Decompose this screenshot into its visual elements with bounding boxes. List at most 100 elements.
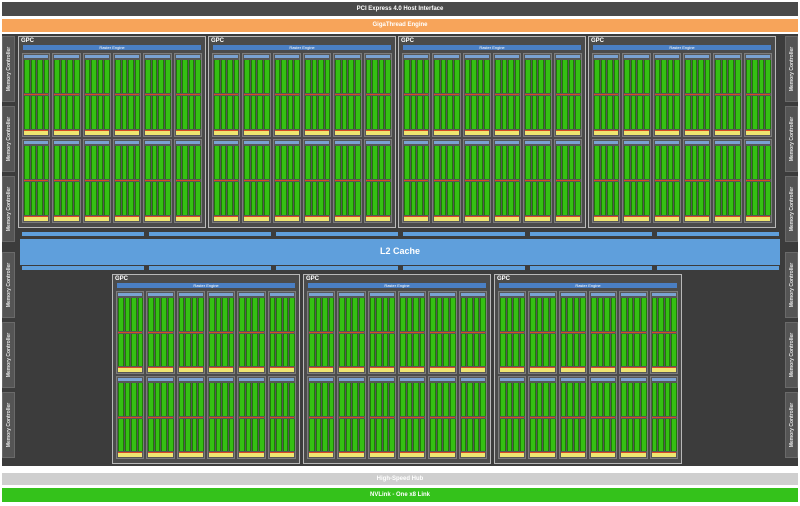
cuda-core-block bbox=[562, 182, 568, 215]
register-file-line bbox=[530, 416, 555, 418]
cuda-core-block bbox=[704, 182, 711, 215]
rt-core bbox=[404, 217, 429, 221]
rt-core bbox=[654, 217, 679, 221]
sm-header bbox=[239, 378, 264, 381]
streaming-multiprocessor bbox=[22, 53, 51, 137]
rt-core bbox=[115, 131, 140, 135]
cuda-core-block bbox=[721, 60, 728, 93]
cuda-core-block bbox=[641, 418, 647, 451]
cuda-core-block bbox=[671, 333, 677, 366]
register-file-line bbox=[400, 367, 425, 368]
cuda-core-block bbox=[591, 333, 597, 366]
register-file-line bbox=[118, 331, 143, 333]
register-file-line bbox=[365, 130, 390, 131]
cuda-core-block bbox=[560, 418, 567, 451]
cuda-core-block bbox=[252, 418, 259, 451]
rt-core bbox=[400, 368, 425, 372]
cuda-core-block bbox=[328, 298, 335, 331]
cuda-core-block bbox=[434, 146, 440, 179]
cuda-core-block bbox=[513, 418, 519, 451]
register-file-line bbox=[464, 180, 489, 181]
cuda-core-block bbox=[434, 182, 440, 215]
cuda-core-block bbox=[543, 418, 550, 451]
streaming-multiprocessor bbox=[303, 139, 332, 223]
cuda-core-block bbox=[311, 182, 318, 215]
sm-header bbox=[745, 55, 770, 58]
sm-header bbox=[591, 378, 616, 381]
sm-header bbox=[309, 378, 334, 381]
streaming-multiprocessor bbox=[173, 53, 202, 137]
l2-cache-strip bbox=[20, 232, 780, 236]
cuda-core-block bbox=[464, 96, 471, 129]
sm-header bbox=[118, 293, 143, 296]
cuda-core-block bbox=[37, 96, 43, 129]
streaming-multiprocessor bbox=[337, 376, 366, 459]
cuda-core-block bbox=[573, 333, 580, 366]
cuda-core-block bbox=[735, 96, 741, 129]
register-file-line bbox=[274, 180, 299, 181]
streaming-multiprocessor bbox=[307, 376, 336, 459]
register-file-line bbox=[495, 130, 520, 131]
streaming-multiprocessor bbox=[402, 139, 431, 223]
register-file-line bbox=[621, 367, 646, 368]
cuda-core-block bbox=[450, 383, 456, 416]
cuda-core-block bbox=[198, 383, 204, 416]
cuda-core-block bbox=[621, 333, 627, 366]
streaming-multiprocessor bbox=[52, 53, 81, 137]
register-file-line bbox=[434, 180, 459, 181]
pcie-host-interface: PCI Express 4.0 Host Interface bbox=[2, 2, 798, 16]
cuda-core-block bbox=[145, 60, 151, 93]
cuda-core-block bbox=[369, 298, 376, 331]
sm-header bbox=[309, 293, 334, 296]
cuda-core-block bbox=[115, 60, 121, 93]
cuda-core-block bbox=[378, 60, 385, 93]
cuda-core-block bbox=[227, 60, 233, 93]
cuda-core-block bbox=[637, 96, 644, 129]
cuda-core-block bbox=[185, 333, 191, 366]
streaming-multiprocessor bbox=[493, 139, 522, 223]
cuda-core-block bbox=[191, 418, 198, 451]
register-file-line bbox=[175, 94, 200, 95]
memory-controller-label: Memory Controller bbox=[788, 46, 795, 92]
rt-core bbox=[175, 131, 200, 135]
streaming-multiprocessor bbox=[207, 291, 236, 374]
cuda-core-block bbox=[667, 96, 674, 129]
register-file-line bbox=[148, 452, 173, 453]
cuda-core-block bbox=[24, 146, 30, 179]
cuda-core-block bbox=[154, 418, 161, 451]
cuda-core-block bbox=[419, 418, 426, 451]
cuda-core-block bbox=[460, 418, 467, 451]
cuda-core-block bbox=[471, 96, 477, 129]
sm-header bbox=[430, 293, 455, 296]
raster-engine: Raster Engine bbox=[593, 45, 771, 50]
cuda-core-block bbox=[220, 182, 227, 215]
streaming-multiprocessor bbox=[622, 53, 651, 137]
sm-header bbox=[244, 55, 269, 58]
cuda-core-block bbox=[309, 383, 315, 416]
register-file-line bbox=[464, 94, 489, 95]
register-file-line bbox=[500, 416, 525, 418]
cuda-core-block bbox=[644, 96, 650, 129]
sm-header bbox=[175, 55, 200, 58]
cuda-core-block bbox=[322, 418, 328, 451]
cuda-core-block bbox=[311, 146, 318, 179]
cuda-core-block bbox=[252, 383, 259, 416]
register-file-line bbox=[654, 216, 679, 217]
register-file-line bbox=[118, 367, 143, 368]
cuda-core-block bbox=[264, 182, 270, 215]
cuda-core-block bbox=[573, 298, 580, 331]
cuda-core-block bbox=[233, 146, 240, 179]
streaming-multiprocessor bbox=[558, 291, 587, 374]
cuda-core-block bbox=[651, 383, 658, 416]
cuda-core-block bbox=[185, 383, 191, 416]
streaming-multiprocessor bbox=[367, 376, 396, 459]
cuda-core-block bbox=[555, 96, 562, 129]
sm-header bbox=[24, 141, 49, 144]
cuda-core-block bbox=[161, 383, 168, 416]
cuda-core-block bbox=[274, 96, 281, 129]
cuda-core-block bbox=[671, 383, 677, 416]
cuda-core-block bbox=[607, 60, 613, 93]
cuda-core-block bbox=[315, 418, 322, 451]
memory-controller: Memory Controller bbox=[785, 106, 798, 172]
cuda-core-block bbox=[610, 418, 617, 451]
